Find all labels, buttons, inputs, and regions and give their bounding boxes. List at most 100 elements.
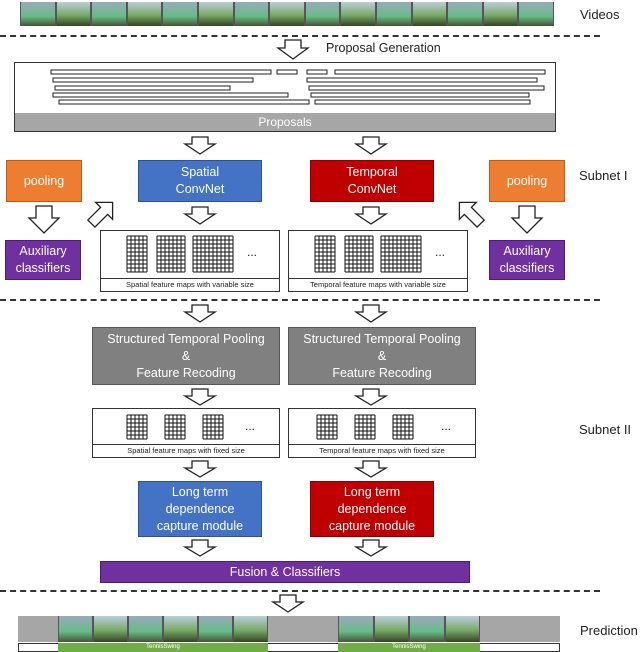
video-frame [163, 2, 197, 26]
video-frame [341, 2, 375, 26]
proposal-bars [50, 69, 546, 105]
auxiliary-right-line2: classifiers [499, 261, 555, 275]
prediction-segment-2: TennisSwing [338, 643, 480, 652]
clip-frame [445, 616, 479, 642]
grid-d [314, 235, 336, 273]
spatial-variable-caption: Spatial feature maps with variable size [101, 278, 279, 291]
ltd-spatial-line3: capture module [156, 518, 244, 533]
divider-bottom [0, 590, 600, 592]
stp-temporal-line2: & [377, 348, 387, 363]
subnet2-label: Subnet II [579, 422, 632, 437]
ltd-temporal-line3: capture module [328, 518, 416, 533]
proposals-bar: Proposals [15, 113, 555, 131]
clip-frame [164, 616, 197, 642]
stp-temporal: Structured Temporal Pooling & Feature Re… [288, 327, 476, 385]
clip-frame [59, 616, 92, 642]
auxiliary-right: Auxiliary classifiers [489, 240, 565, 280]
grid-a [126, 235, 148, 273]
stp-temporal-line3: Feature Recoding [332, 365, 432, 380]
video-frame [56, 2, 91, 26]
video-frame [376, 2, 411, 26]
spatial-feature-maps-variable: ... Spatial feature maps with variable s… [100, 230, 280, 292]
spatial-grids-variable [126, 235, 234, 273]
prediction-segment-1: TennisSwing [58, 643, 268, 652]
spatial-fixed-caption: Spatial feature maps with fixed size [93, 444, 279, 457]
arrow-stp-fm-left [182, 388, 218, 406]
arrow-fm-ltd-right [353, 460, 389, 478]
arrow-stp-fm-right [353, 388, 389, 406]
video-frame [483, 2, 518, 26]
stp-spatial-line3: Feature Recoding [136, 365, 236, 380]
arrow-diag-left [86, 201, 114, 229]
stp-temporal-line1: Structured Temporal Pooling [303, 331, 461, 346]
grid-fixed [202, 414, 224, 440]
spatial-grids-fixed [126, 414, 224, 440]
clip-frame [374, 616, 408, 642]
arrow-pool-right-down [510, 205, 544, 234]
spatial-convnet-line1: Spatial [180, 165, 220, 179]
temporal-variable-caption: Temporal feature maps with variable size [289, 278, 467, 291]
arrow-to-stp-right [353, 304, 389, 323]
prediction-timeline: TennisSwing TennisSwing [18, 616, 560, 652]
arrow-proposal [276, 39, 310, 60]
grid-fixed [354, 414, 376, 440]
arrow-pool-left-down [27, 205, 61, 234]
spatial-convnet: Spatial ConvNet [138, 160, 262, 202]
video-frame [270, 2, 304, 26]
spatial-ellipsis-fixed: ... [245, 419, 256, 433]
arrow-to-stp-left [182, 304, 218, 323]
clip-frame [199, 616, 232, 642]
spatial-feature-maps-fixed: ... Spatial feature maps with fixed size [92, 408, 280, 458]
grid-c [192, 235, 234, 273]
videos-label: Videos [580, 7, 620, 22]
video-frame [448, 2, 482, 26]
arrow-to-spatial [182, 136, 218, 155]
ltd-temporal-line1: Long term [343, 484, 401, 499]
video-frame [127, 2, 162, 26]
grid-fixed [164, 414, 186, 440]
video-frame [198, 2, 233, 26]
temporal-ellipsis-fixed: ... [441, 419, 452, 433]
temporal-convnet-line2: ConvNet [347, 182, 397, 196]
divider-top [0, 35, 600, 37]
temporal-ellipsis-variable: ... [435, 245, 446, 259]
clip-frame [234, 616, 267, 642]
temporal-convnet: Temporal ConvNet [310, 160, 434, 202]
auxiliary-right-line1: Auxiliary [503, 244, 551, 258]
arrow-to-temporal [353, 136, 389, 155]
proposal-generation-label: Proposal Generation [326, 41, 441, 55]
arrow-ltd-fusion-left [182, 539, 218, 557]
divider-middle [0, 299, 600, 301]
proposals-panel: Proposals [14, 62, 556, 132]
grid-f [380, 235, 422, 273]
stp-spatial-line2: & [181, 348, 191, 363]
pooling-right: pooling [489, 160, 565, 202]
video-frame [234, 2, 269, 26]
spatial-convnet-line2: ConvNet [175, 182, 225, 196]
clip-frame [94, 616, 127, 642]
video-frame [92, 2, 126, 26]
video-frame [412, 2, 447, 26]
stp-spatial: Structured Temporal Pooling & Feature Re… [92, 327, 280, 385]
temporal-grids-fixed [316, 414, 414, 440]
pooling-left: pooling [6, 160, 82, 202]
prediction-label: Prediction [580, 623, 638, 638]
arrow-temporal-fm [353, 206, 389, 225]
clip-frame [129, 616, 162, 642]
video-frame [305, 2, 340, 26]
grid-b [156, 235, 186, 273]
auxiliary-left-line1: Auxiliary [19, 244, 67, 258]
grid-group [126, 235, 234, 273]
temporal-feature-maps-variable: ... Temporal feature maps with variable … [288, 230, 468, 292]
subnet1-label: Subnet I [579, 168, 628, 183]
auxiliary-left: Auxiliary classifiers [5, 240, 81, 280]
auxiliary-left-line2: classifiers [15, 261, 71, 275]
fusion-classifiers: Fusion & Classifiers [100, 561, 470, 583]
ltd-spatial: Long term dependence capture module [138, 481, 262, 537]
grid-e [344, 235, 374, 273]
prediction-clip-2 [338, 616, 480, 642]
spatial-ellipsis-variable: ... [247, 245, 258, 259]
temporal-fixed-caption: Temporal feature maps with fixed size [289, 444, 475, 457]
grid-fixed [392, 414, 414, 440]
arrow-prediction [270, 594, 306, 613]
